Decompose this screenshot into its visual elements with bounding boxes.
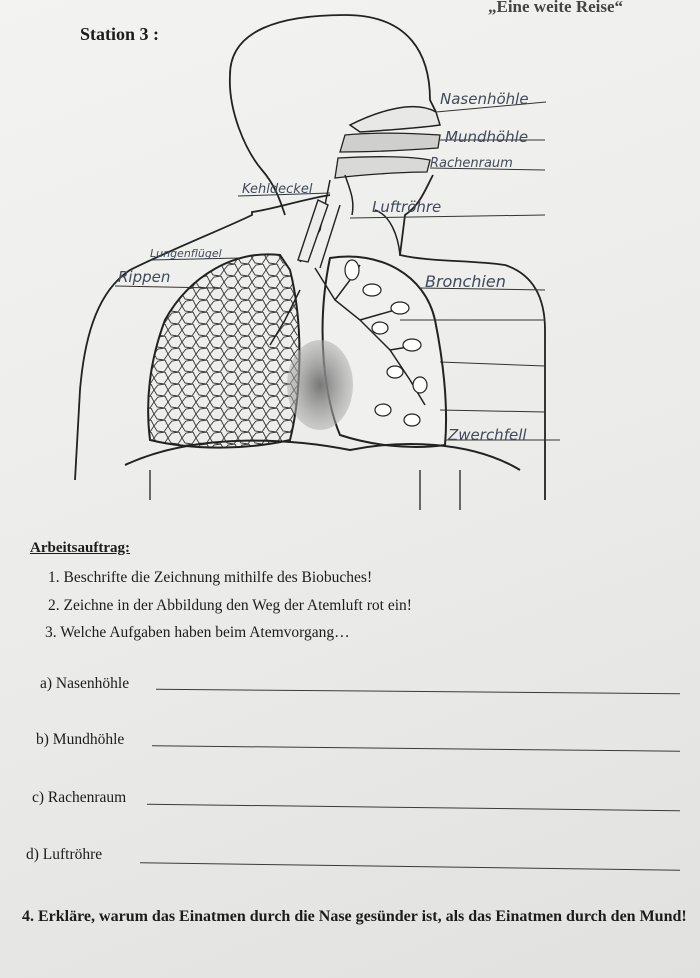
label-luftroehre: Luftröhre [372, 198, 441, 216]
body-outline [74, 14, 546, 500]
heart-shadow [287, 340, 353, 430]
question-b-label: b) Mundhöhle [36, 731, 125, 748]
answer-line-b[interactable] [152, 745, 680, 752]
task-2: 2. Zeichne in der Abbildung den Weg der … [48, 597, 412, 614]
answer-line-c[interactable] [147, 803, 680, 812]
label-bronchien: Bronchien [425, 272, 506, 291]
question-a-label: a) Nasenhöhle [40, 675, 130, 692]
task-1: 1. Beschrifte die Zeichnung mithilfe des… [48, 569, 373, 586]
label-mundhoehle: Mundhöhle [445, 128, 528, 146]
question-c-label: c) Rachenraum [32, 789, 127, 806]
worksheet-title: „Eine weite Reise“ [488, 0, 624, 16]
diaphragm [124, 439, 521, 471]
label-nasenhoehle: Nasenhöhle [440, 90, 529, 108]
label-rachenraum: Rachenraum [430, 156, 513, 171]
task-4: 4. Erkläre, warum das Einatmen durch die… [22, 908, 687, 925]
left-lung [147, 253, 301, 449]
label-rippen: Rippen [118, 268, 170, 286]
label-kehldeckel: Kehldeckel [242, 182, 313, 197]
respiratory-system-illustration: Nasenhöhle Mundhöhle Rachenraum Kehldeck… [74, 14, 560, 510]
label-zwerchfell: Zwerchfell [447, 426, 527, 444]
answer-line-d[interactable] [140, 862, 680, 871]
answer-line-a[interactable] [156, 688, 680, 695]
assignment-heading: Arbeitsauftrag: [30, 540, 130, 556]
question-d-label: d) Luftröhre [26, 846, 103, 863]
task-3: 3. Welche Aufgaben haben beim Atemvorgan… [45, 624, 350, 641]
label-lungenfluegel: Lungenflügel [150, 247, 222, 260]
station-label: Station 3 : [80, 24, 160, 44]
